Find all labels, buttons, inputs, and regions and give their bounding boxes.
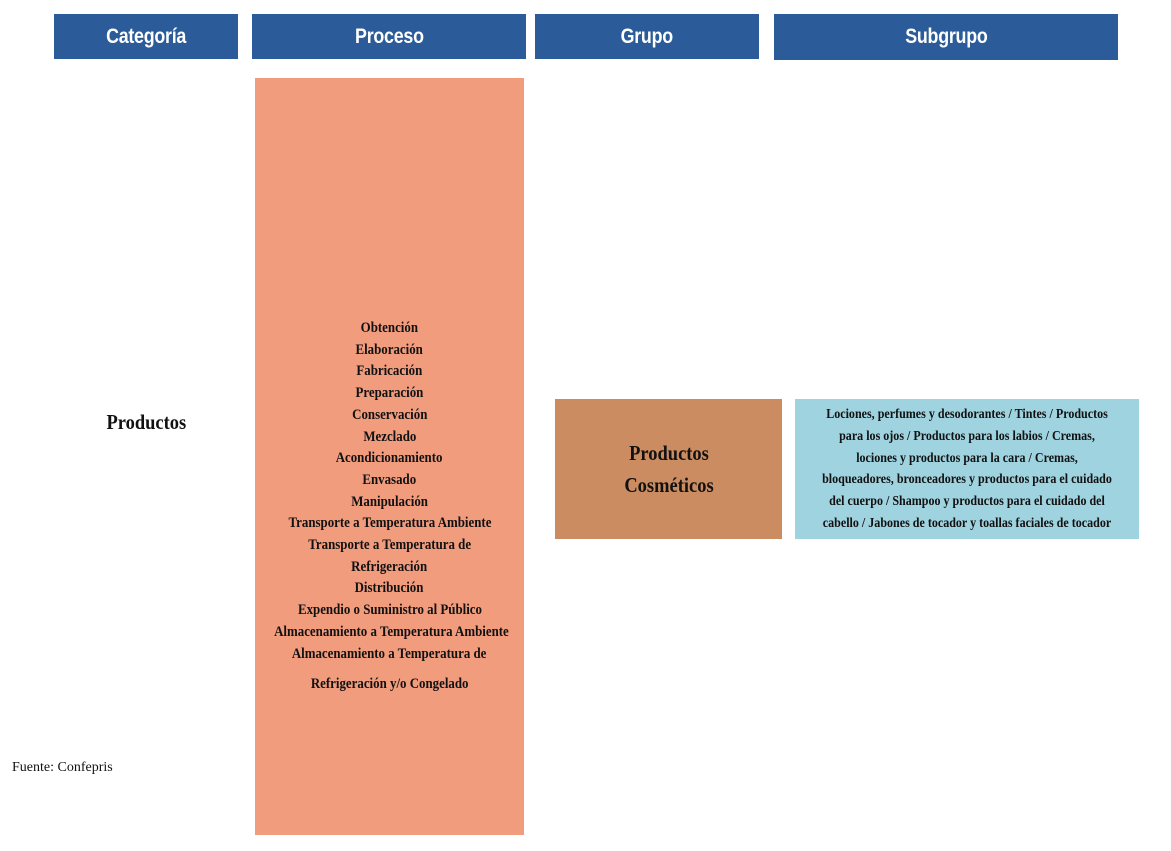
process-item: Refrigeración <box>351 558 428 575</box>
process-item: Refrigeración y/o Congelado <box>310 676 469 693</box>
process-item: Fabricación <box>356 363 423 380</box>
header-subgrupo: Subgrupo <box>774 14 1118 60</box>
header-subgrupo-label: Subgrupo <box>904 25 988 48</box>
group-label: Productos Cosméticos <box>589 437 747 501</box>
source-note: Fuente: Confepris <box>12 760 113 775</box>
process-item: Mezclado <box>362 428 416 445</box>
process-item: Transporte a Temperatura Ambiente <box>288 515 491 532</box>
process-item: Envasado <box>362 471 417 488</box>
process-list: Obtención Elaboración Fabricación Prepar… <box>255 318 524 696</box>
process-item: Transporte a Temperatura de <box>308 537 471 554</box>
process-item: Manipulación <box>351 493 428 510</box>
process-item: Preparación <box>355 385 424 402</box>
process-item: Elaboración <box>355 341 424 358</box>
header-proceso-label: Proceso <box>354 24 424 48</box>
subgroup-box: Lociones, perfumes y desodorantes / Tint… <box>795 399 1139 539</box>
category-label: Productos <box>106 410 186 434</box>
category-cell: Productos <box>54 410 238 435</box>
process-item: Acondicionamiento <box>336 450 443 467</box>
process-item: Expendio o Suministro al Público <box>297 602 482 619</box>
group-box: Productos Cosméticos <box>555 399 782 539</box>
header-categoria: Categoría <box>54 14 238 59</box>
subgroup-text: Lociones, perfumes y desodorantes / Tint… <box>822 407 1112 531</box>
group-label-line2: Cosméticos <box>623 473 714 497</box>
process-item: Obtención <box>360 320 419 336</box>
process-item: Conservación <box>351 406 428 423</box>
header-proceso: Proceso <box>252 14 526 59</box>
header-grupo: Grupo <box>535 14 759 59</box>
header-categoria-label: Categoría <box>105 24 187 48</box>
process-box: Obtención Elaboración Fabricación Prepar… <box>255 78 524 835</box>
process-item: Almacenamiento a Temperatura de <box>292 645 487 662</box>
group-label-line1: Productos <box>628 441 709 465</box>
process-item: Distribución <box>355 580 424 597</box>
header-grupo-label: Grupo <box>620 24 674 48</box>
process-item: Almacenamiento a Temperatura Ambiente <box>274 623 509 640</box>
